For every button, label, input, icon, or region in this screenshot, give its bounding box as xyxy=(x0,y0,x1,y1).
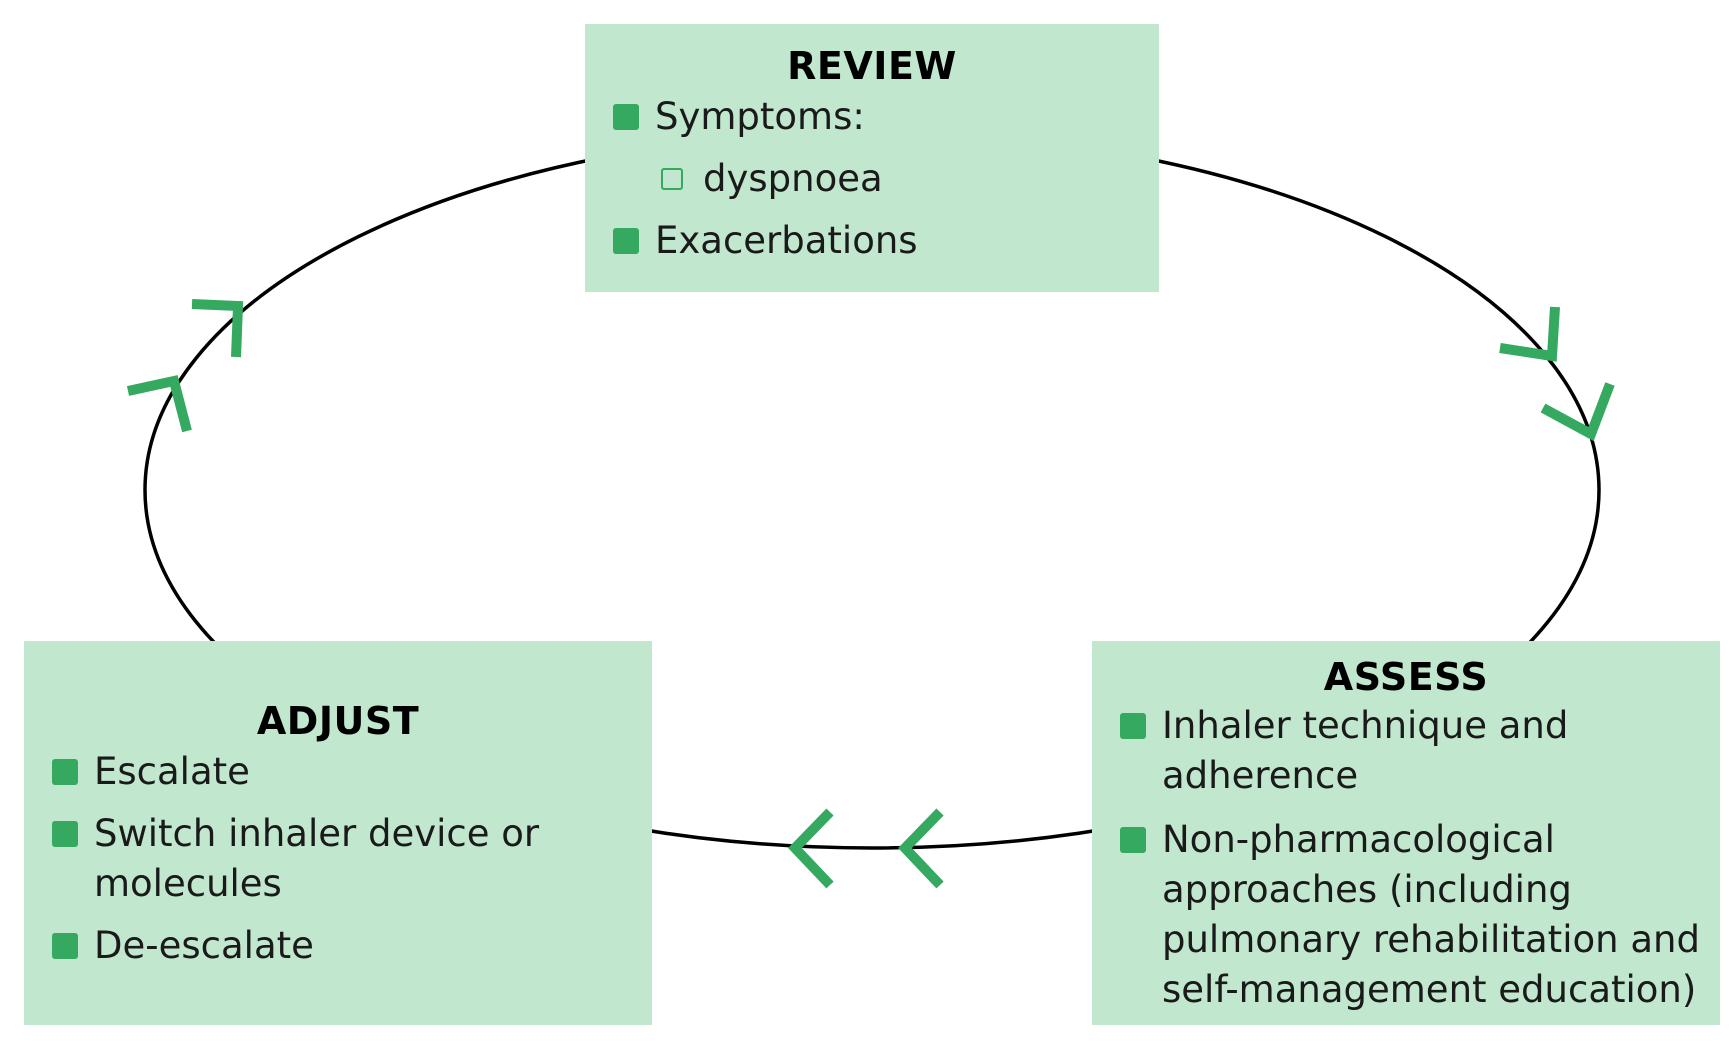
assess-item-inhaler-technique: Inhaler technique and adherence xyxy=(1092,701,1720,801)
chevron-icon xyxy=(1540,382,1615,442)
adjust-item-de-escalate: De-escalate xyxy=(24,921,652,971)
adjust-title: ADJUST xyxy=(256,699,420,743)
assess-item-line: self-management education) xyxy=(1162,968,1697,1011)
double-chevron-icon xyxy=(1499,306,1615,442)
review-item-label: dyspnoea xyxy=(703,157,883,200)
filled-square-bullet-icon xyxy=(52,759,78,785)
filled-square-bullet-icon xyxy=(613,104,639,130)
chevron-icon xyxy=(191,299,244,358)
assess-list: Inhaler technique and adherence Non-phar… xyxy=(1092,701,1720,1015)
review-item-symptoms: Symptoms: xyxy=(585,92,1159,142)
review-box: REVIEW Symptoms: dyspnoea Exacerbations xyxy=(585,24,1159,292)
adjust-item-label: De-escalate xyxy=(94,924,314,967)
adjust-item-escalate: Escalate xyxy=(24,747,652,797)
assess-box: ASSESS Inhaler technique and adherence N… xyxy=(1092,641,1720,1025)
filled-square-bullet-icon xyxy=(1120,713,1146,739)
filled-square-bullet-icon xyxy=(52,933,78,959)
double-chevron-icon xyxy=(126,299,244,433)
assess-item-line: Non-pharmacological xyxy=(1162,818,1555,861)
chevron-icon xyxy=(788,808,834,889)
adjust-item-switch: Switch inhaler device or molecules xyxy=(24,809,652,909)
assess-item-line: adherence xyxy=(1162,754,1359,797)
adjust-list: Escalate Switch inhaler device or molecu… xyxy=(24,747,652,971)
adjust-box: ADJUST Escalate Switch inhaler device or… xyxy=(24,641,652,1025)
chevron-icon xyxy=(126,375,192,433)
review-subitem-dyspnoea: dyspnoea xyxy=(585,154,1159,204)
review-title: REVIEW xyxy=(787,44,957,88)
assess-item-line: Inhaler technique and xyxy=(1162,704,1569,747)
double-chevron-icon xyxy=(788,808,944,889)
review-item-label: Symptoms: xyxy=(655,95,865,138)
assess-item-non-pharmacological: Non-pharmacological approaches (includin… xyxy=(1092,815,1720,1015)
chevron-icon xyxy=(1499,306,1560,362)
filled-square-bullet-icon xyxy=(52,821,78,847)
outline-square-bullet-icon xyxy=(661,168,683,190)
chevron-icon xyxy=(898,808,944,889)
adjust-item-line: molecules xyxy=(94,862,282,905)
assess-item-line: approaches (including xyxy=(1162,868,1572,911)
review-item-exacerbations: Exacerbations xyxy=(585,216,1159,266)
review-list: Symptoms: dyspnoea Exacerbations xyxy=(585,92,1159,266)
assess-item-line: pulmonary rehabilitation and xyxy=(1162,918,1700,961)
filled-square-bullet-icon xyxy=(1120,827,1146,853)
review-item-label: Exacerbations xyxy=(655,219,918,262)
assess-title: ASSESS xyxy=(1323,655,1489,699)
filled-square-bullet-icon xyxy=(613,228,639,254)
adjust-item-label: Escalate xyxy=(94,750,250,793)
adjust-item-line: Switch inhaler device or xyxy=(94,812,540,855)
